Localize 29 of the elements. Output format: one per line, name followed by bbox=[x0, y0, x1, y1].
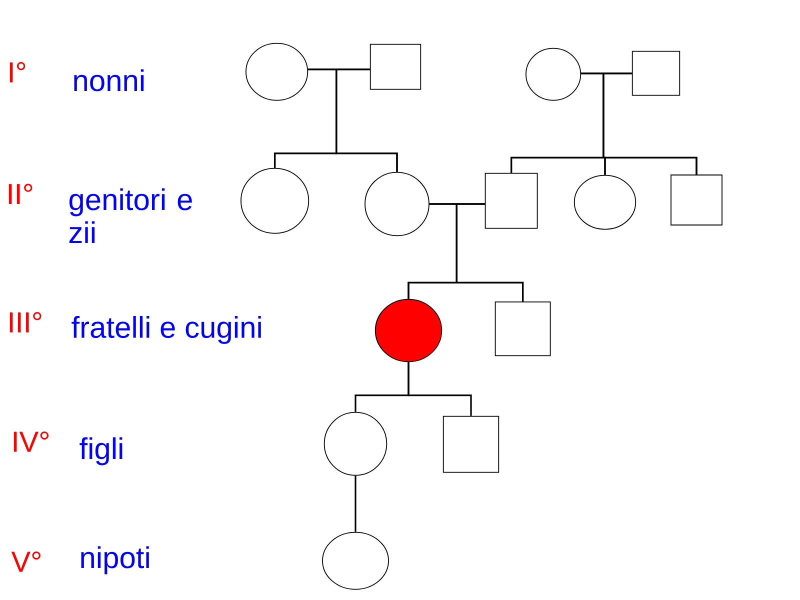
roman-numeral: I° bbox=[10, 62, 26, 82]
connector-line bbox=[354, 476, 356, 532]
circle bbox=[526, 48, 582, 101]
square bbox=[670, 174, 722, 226]
generation-label: genitori e zii bbox=[69, 188, 192, 243]
connector-line bbox=[456, 203, 524, 302]
square bbox=[632, 50, 680, 96]
generation-label: nipoti bbox=[81, 546, 149, 574]
connector-line bbox=[602, 72, 698, 175]
filled-circle bbox=[374, 298, 442, 362]
roman-numeral: IV° bbox=[14, 431, 48, 452]
generation-label: nonni bbox=[74, 69, 144, 92]
square bbox=[370, 44, 422, 90]
square bbox=[484, 172, 538, 229]
roman-numeral: V° bbox=[11, 551, 40, 572]
circle bbox=[324, 412, 388, 476]
circle bbox=[322, 532, 389, 590]
square bbox=[494, 302, 551, 356]
circle bbox=[240, 168, 310, 234]
circle bbox=[364, 172, 430, 236]
circle bbox=[246, 42, 308, 101]
generation-label: figli bbox=[80, 437, 122, 466]
connector-line bbox=[408, 362, 472, 416]
square bbox=[442, 416, 500, 473]
roman-numeral: II° bbox=[8, 184, 32, 204]
generation-label: fratelli e cugini bbox=[72, 316, 261, 344]
roman-numeral: III° bbox=[10, 312, 42, 332]
connector-line bbox=[336, 68, 398, 172]
circle bbox=[574, 174, 636, 230]
